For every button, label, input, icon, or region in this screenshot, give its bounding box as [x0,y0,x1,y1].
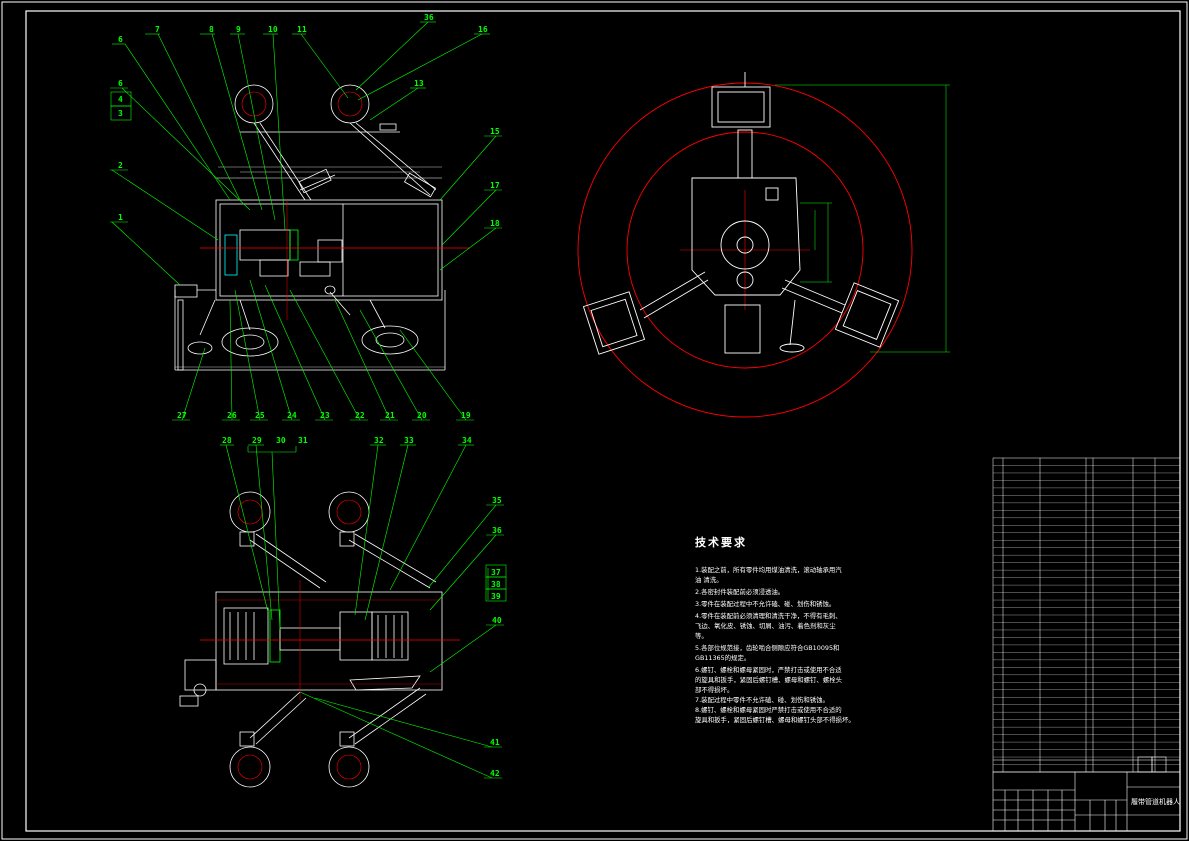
balloon-39: 39 [491,592,501,601]
balloon-37: 37 [491,568,501,577]
req-line: 飞边、氧化皮、锈蚀、切屑、油污、着色剂和灰尘 [695,621,836,630]
balloon-42: 42 [490,769,500,778]
balloon-29: 29 [252,436,262,445]
balloon-6b: 6 [118,79,123,88]
balloon-1: 1 [118,213,123,222]
req-line: 部不得损坏。 [695,685,733,694]
balloon-10: 10 [268,25,278,34]
drawing-title: 履带管道机器人 [1131,797,1180,806]
bottom-wheel-tl [229,491,271,533]
req-line: 3.零件在装配过程中不允许磕、碰、划伤和锈蚀。 [695,599,835,608]
balloon-4: 4 [118,95,123,104]
req-line: 6.螺钉、螺栓和螺母紧固时，严禁打击或使用不合适 [695,665,842,674]
bottom-wheel-tr [328,491,370,533]
balloon-26: 26 [227,411,237,420]
balloon-36: 36 [492,526,502,535]
req-line: 4.零件在装配前必须清理和清洗干净，不得有毛刺、 [695,611,842,620]
balloon-34: 34 [462,436,472,445]
req-line: 油 清洗。 [695,575,723,584]
technical-requirements: 技术要求 1.装配之前，所有零件均用煤油清洗，滚动轴承用汽 油 清洗。 2.各密… [695,535,855,724]
balloon-36-top: 36 [424,13,434,22]
front-wheel-left [234,84,274,124]
balloon-30: 30 [276,436,286,445]
balloon-24: 24 [287,411,297,420]
pipe-inner-circle [626,131,864,369]
balloon-21: 21 [385,411,395,420]
req-line: 8.螺钉、螺栓和螺母紧固时严禁打击或使用不合适的 [695,705,842,714]
req-line: 1.装配之前，所有零件均用煤油清洗，滚动轴承用汽 [695,565,842,574]
req-line: 的旋具和扳手，紧固后螺钉槽、螺母和螺钉、螺栓头 [695,675,843,684]
balloon-23: 23 [320,411,330,420]
front-body [215,199,443,301]
front-view-leaders [110,21,502,421]
req-line: 7.装配过程中零件不允许磕、碰、划伤和锈蚀。 [695,695,829,704]
balloon-20: 20 [417,411,427,420]
requirements-title: 技术要求 [695,535,747,549]
req-line: 2.各密封件装配前必须浸透油。 [695,587,784,596]
balloon-25: 25 [255,411,265,420]
req-line: 5.各部位规范接，齿轮啮合侧隙应符合GB10095和 [695,643,839,652]
title-block [992,756,1181,832]
bottom-wheel-bl [229,746,271,788]
balloon-16: 16 [478,25,488,34]
req-line: GB11365的规定。 [695,653,750,662]
balloon-7: 7 [155,25,160,34]
balloon-40: 40 [492,616,502,625]
bottom-body [215,591,443,691]
bottom-view-leaders [220,444,507,779]
balloon-3: 3 [118,109,123,118]
bottom-view-balloons: 28 29 30 31 32 33 34 35 36 37 38 39 40 4… [222,436,502,778]
bottom-wheel-br [328,746,370,788]
balloon-27: 27 [177,411,187,420]
balloon-17: 17 [490,181,500,190]
bottom-view [179,491,460,788]
balloon-28: 28 [222,436,232,445]
balloon-22: 22 [355,411,365,420]
side-view [577,72,950,418]
req-line: 等。 [695,631,708,640]
balloon-35: 35 [492,496,502,505]
inner-border [25,10,1181,832]
balloon-41: 41 [490,738,500,747]
balloon-2: 2 [118,161,123,170]
balloon-38: 38 [491,580,501,589]
balloon-15: 15 [490,127,500,136]
front-view [174,84,470,371]
balloon-8: 8 [209,25,214,34]
balloon-31: 31 [298,436,308,445]
balloon-13: 13 [414,79,424,88]
balloon-32: 32 [374,436,384,445]
balloon-33: 33 [404,436,414,445]
balloon-11: 11 [297,25,307,34]
balloon-18: 18 [490,219,500,228]
balloon-19: 19 [461,411,471,420]
req-line: 旋具和扳手，紧固后螺钉槽、螺母和螺钉头部不得损坏。 [695,715,855,724]
balloon-9: 9 [236,25,241,34]
balloon-6a: 6 [118,35,123,44]
parts-list-rows [993,465,1180,765]
front-wheel-right [330,84,370,124]
front-view-balloons: 7 8 9 10 11 36 16 6 6 4 3 2 1 13 15 17 1… [118,13,500,420]
